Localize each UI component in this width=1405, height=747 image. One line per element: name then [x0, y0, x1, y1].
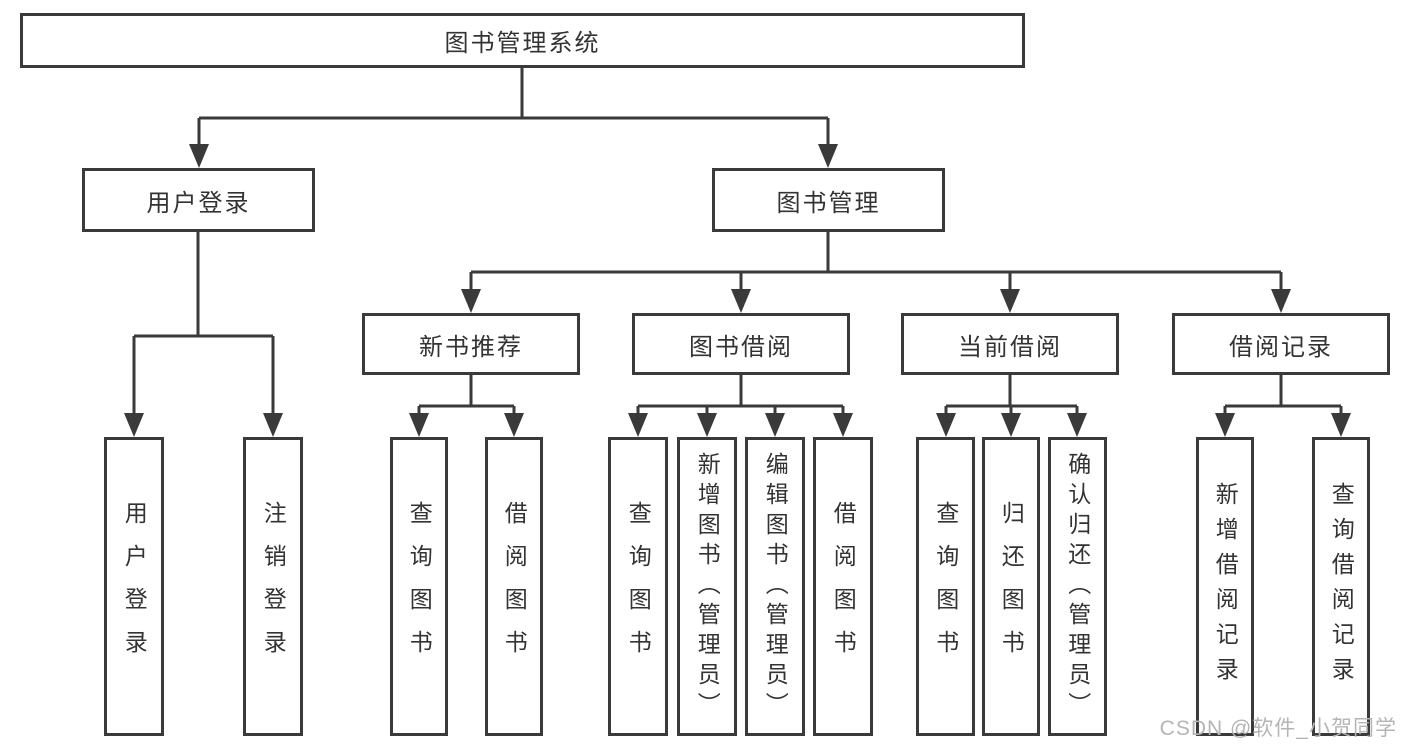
leaf-label: 查询图书	[625, 500, 652, 673]
leaf-label: 编辑图书（管理员）	[762, 451, 789, 722]
leaf-borrowing-add-books-admin: 新增图书（管理员）	[677, 437, 737, 736]
leaf-recommend-borrow-books: 借阅图书	[485, 437, 543, 736]
node-borrowing-records: 借阅记录	[1172, 313, 1390, 375]
node-label: 用户登录	[146, 189, 251, 217]
leaf-logout: 注销登录	[243, 437, 303, 736]
node-book-management-branch: 图书管理	[712, 168, 945, 232]
leaf-label: 归还图书	[998, 500, 1025, 673]
leaf-records-add-record: 新增借阅记录	[1196, 437, 1254, 736]
leaf-borrowing-edit-books-admin: 编辑图书（管理员）	[745, 437, 805, 736]
watermark-csdn: CSDN @软件_小贺同学	[1159, 717, 1397, 740]
leaf-label: 借阅图书	[830, 500, 857, 673]
leaf-label: 查询图书	[406, 500, 433, 673]
leaf-current-return-books: 归还图书	[982, 437, 1040, 736]
leaf-records-query-record: 查询借阅记录	[1312, 437, 1370, 736]
leaf-label: 新增借阅记录	[1212, 481, 1239, 692]
node-user-login-branch: 用户登录	[82, 168, 315, 232]
node-label: 图书管理系统	[444, 30, 601, 57]
node-label: 借阅记录	[1229, 333, 1333, 361]
leaf-current-query-books: 查询图书	[916, 437, 975, 736]
node-book-management-system: 图书管理系统	[20, 13, 1025, 68]
node-label: 当前借阅	[958, 333, 1062, 361]
leaf-label: 查询借阅记录	[1328, 481, 1355, 692]
arrowheads	[124, 144, 1351, 437]
leaf-user-login: 用户登录	[104, 437, 164, 736]
node-label: 图书借阅	[689, 333, 793, 361]
leaf-label: 查询图书	[932, 500, 959, 673]
node-label: 图书管理	[776, 189, 881, 217]
leaf-label: 借阅图书	[501, 500, 528, 673]
node-current-borrowing: 当前借阅	[901, 313, 1119, 375]
leaf-current-confirm-return-admin: 确认归还（管理员）	[1048, 437, 1107, 736]
leaf-label: 确认归还（管理员）	[1064, 451, 1091, 722]
leaf-label: 用户登录	[121, 500, 148, 673]
node-label: 新书推荐	[419, 333, 523, 361]
node-book-borrowing: 图书借阅	[632, 313, 850, 375]
node-new-book-recommendation: 新书推荐	[362, 313, 580, 375]
leaf-label: 注销登录	[260, 500, 287, 673]
leaf-label: 新增图书（管理员）	[694, 451, 721, 722]
leaf-borrowing-query-books: 查询图书	[608, 437, 668, 736]
leaf-recommend-query-books: 查询图书	[390, 437, 448, 736]
leaf-borrowing-borrow-books: 借阅图书	[813, 437, 873, 736]
